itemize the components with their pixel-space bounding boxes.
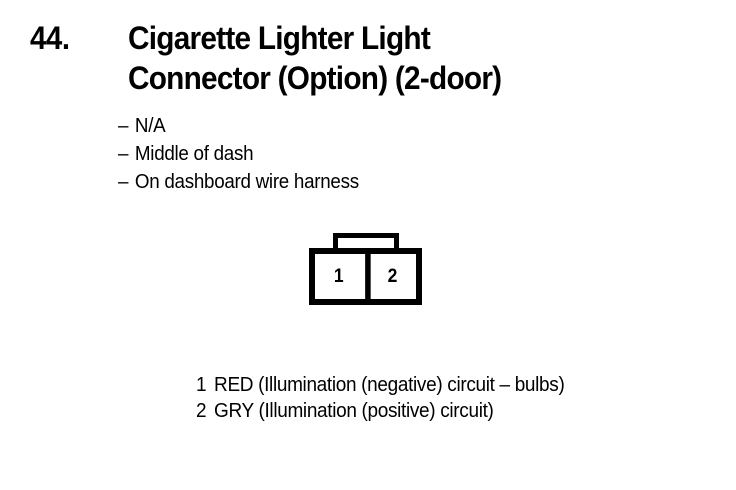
entry-title-line-1: Cigarette Lighter Light	[128, 20, 431, 56]
entry-number: 44.	[30, 20, 70, 56]
detail-list: –N/A –Middle of dash –On dashboard wire …	[118, 112, 638, 196]
pin-legend-row: 1 RED (Illumination (negative) circuit – …	[196, 372, 671, 398]
dash-bullet: –	[118, 171, 129, 193]
pin-number: 1	[196, 374, 207, 396]
detail-item-label: On dashboard wire harness	[134, 171, 359, 193]
connector-diagram: 1 2	[309, 233, 422, 305]
detail-item: –N/A	[118, 112, 607, 140]
detail-item-label: N/A	[134, 115, 166, 137]
detail-item: –On dashboard wire harness	[118, 168, 607, 196]
connector-body: 1 2	[309, 248, 422, 305]
dash-bullet: –	[118, 143, 129, 165]
entry-title: Cigarette Lighter Light Connector (Optio…	[128, 18, 690, 98]
detail-item: –Middle of dash	[118, 140, 607, 168]
entry-heading: 44. Cigarette Lighter Light Connector (O…	[30, 18, 690, 98]
connector-cavity-2: 2	[364, 254, 414, 299]
entry-title-line-2: Connector (Option) (2-door)	[128, 60, 502, 96]
pin-description: GRY (Illumination (positive) circuit)	[214, 400, 494, 422]
pin-number: 2	[196, 400, 207, 422]
connector-cavity-1: 1	[316, 254, 361, 299]
dash-bullet: –	[118, 115, 129, 137]
pin-description: RED (Illumination (negative) circuit – b…	[214, 374, 565, 396]
pin-legend: 1 RED (Illumination (negative) circuit – …	[196, 372, 696, 424]
detail-item-label: Middle of dash	[134, 143, 254, 165]
pin-legend-row: 2 GRY (Illumination (positive) circuit)	[196, 398, 671, 424]
